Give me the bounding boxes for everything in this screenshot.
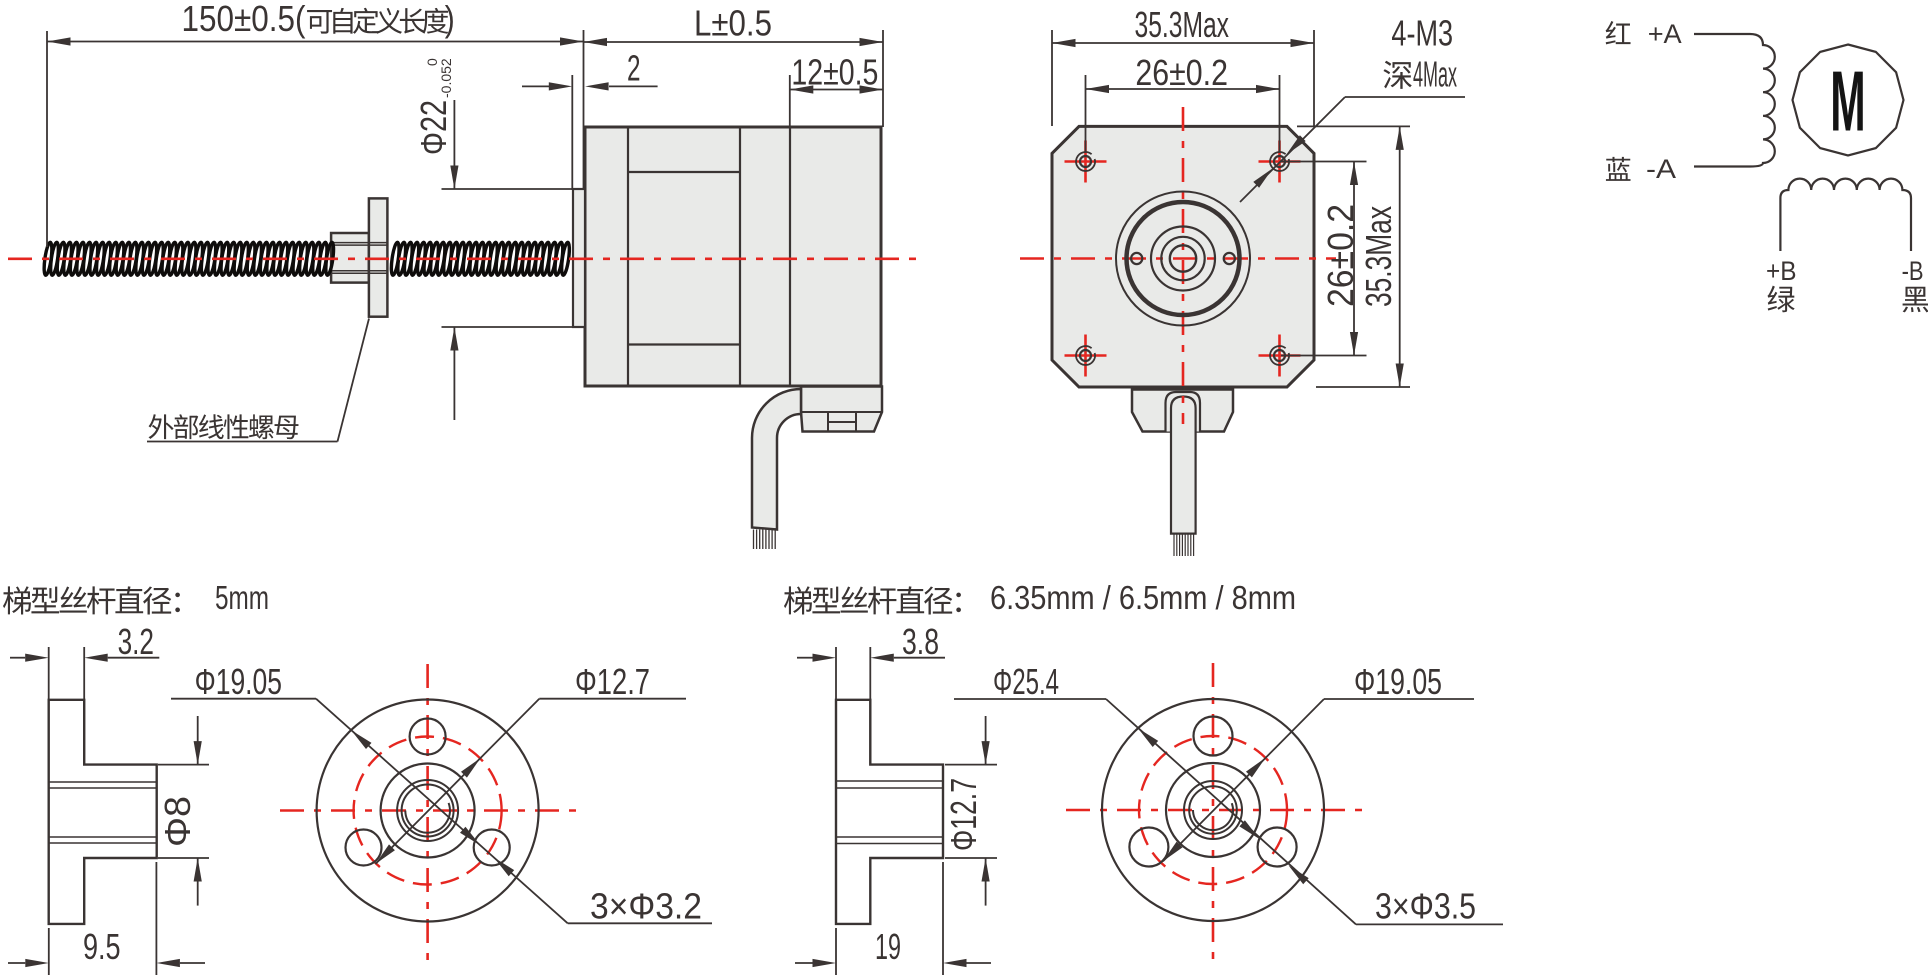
- svg-text:26±0.2: 26±0.2: [1320, 204, 1361, 307]
- svg-text:0: 0: [424, 58, 440, 66]
- svg-text:2: 2: [627, 48, 641, 89]
- svg-text:6.35mm / 6.5mm / 8mm: 6.35mm / 6.5mm / 8mm: [990, 579, 1296, 616]
- svg-text:35.3Max: 35.3Max: [1135, 4, 1230, 45]
- svg-text:-A: -A: [1646, 154, 1676, 184]
- svg-text:3×Φ3.2: 3×Φ3.2: [590, 886, 702, 927]
- svg-text:35.3Max: 35.3Max: [1358, 206, 1399, 307]
- svg-text:5mm: 5mm: [215, 579, 269, 616]
- svg-text:3.8: 3.8: [902, 621, 939, 662]
- svg-text:19: 19: [875, 926, 901, 967]
- svg-text:-0.052: -0.052: [438, 58, 454, 98]
- svg-text:4Max: 4Max: [1413, 54, 1457, 95]
- svg-text:+B: +B: [1766, 256, 1797, 286]
- svg-text:Φ19.05: Φ19.05: [195, 661, 282, 702]
- svg-text:3×Φ3.5: 3×Φ3.5: [1375, 886, 1476, 927]
- svg-text:): ): [445, 0, 455, 39]
- svg-text:+A: +A: [1648, 19, 1682, 49]
- svg-text:150±0.5(: 150±0.5(: [182, 0, 306, 39]
- svg-text:3.2: 3.2: [118, 621, 154, 662]
- svg-text:Φ22: Φ22: [413, 100, 454, 155]
- svg-text:Φ8: Φ8: [157, 796, 198, 847]
- svg-text:4-M3: 4-M3: [1391, 13, 1453, 54]
- svg-text:9.5: 9.5: [83, 926, 121, 967]
- svg-text:12±0.5: 12±0.5: [791, 52, 878, 93]
- svg-text:26±0.2: 26±0.2: [1135, 52, 1228, 93]
- svg-text:-B: -B: [1902, 256, 1924, 286]
- svg-text:Φ12.7: Φ12.7: [575, 661, 650, 702]
- svg-text:Φ25.4: Φ25.4: [993, 661, 1059, 702]
- svg-text:Φ12.7: Φ12.7: [943, 778, 984, 851]
- svg-text:L±0.5: L±0.5: [694, 3, 772, 44]
- svg-text:M: M: [1830, 55, 1865, 150]
- svg-text:Φ19.05: Φ19.05: [1354, 661, 1442, 702]
